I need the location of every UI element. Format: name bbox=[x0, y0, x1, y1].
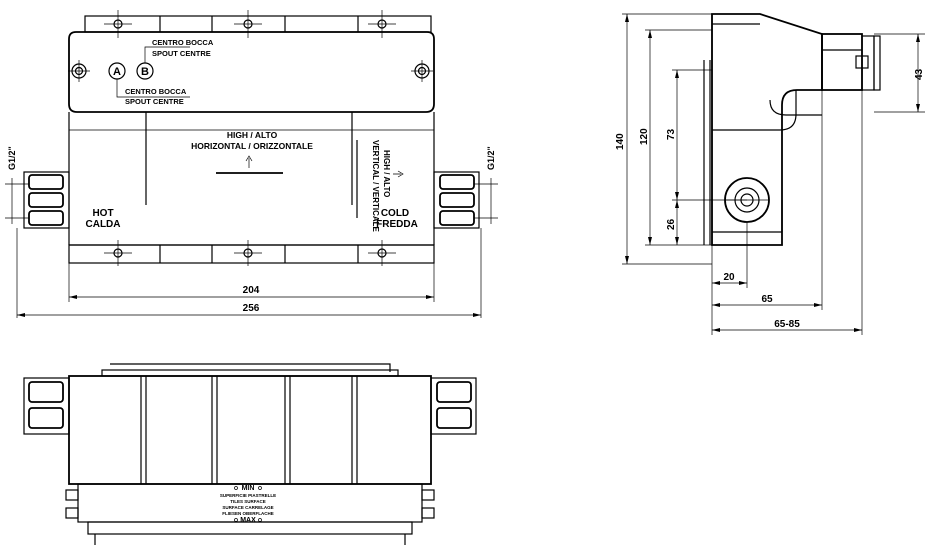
screw-hole-top-left bbox=[104, 10, 132, 38]
max-label: MAX bbox=[240, 517, 256, 524]
horizontal-label: HORIZONTAL / ORIZZONTALE bbox=[191, 141, 313, 151]
dim-43-label: 43 bbox=[914, 68, 925, 80]
side-view: 140 120 73 26 43 20 65 65-85 bbox=[615, 13, 925, 335]
bottom-view: MIN SUPERFICIE PIASTRELLE TILES SURFACE … bbox=[23, 363, 477, 545]
tiles-surface-line3: SURFACE CARRELAGE bbox=[222, 505, 273, 510]
cold-label: COLD bbox=[381, 208, 409, 219]
dim-256-label: 256 bbox=[243, 303, 260, 314]
bottom-body bbox=[68, 375, 432, 485]
fredda-label: FREDDA bbox=[376, 219, 418, 230]
cover-screw-left bbox=[68, 60, 90, 82]
bottom-right-fitting bbox=[430, 377, 477, 435]
dim-120-label: 120 bbox=[639, 128, 650, 145]
screw-hole-top-right bbox=[368, 10, 396, 38]
tiles-surface-line4: FLIESEN OBERFLACHE bbox=[222, 511, 274, 516]
screw-hole-bottom-left bbox=[104, 240, 132, 266]
dim-20-label: 20 bbox=[723, 272, 735, 283]
vertical-label: VERTICAL / VERTICALE bbox=[371, 140, 380, 233]
dim-65-label: 65 bbox=[761, 294, 773, 305]
spout-a-letter: A bbox=[113, 66, 121, 78]
screw-hole-bottom-mid bbox=[234, 240, 262, 266]
tiles-surface-line2: TILES SURFACE bbox=[230, 499, 266, 504]
cover-plate bbox=[68, 31, 435, 113]
spout-b-letter: B bbox=[141, 66, 149, 78]
tiles-surface-line1: SUPERFICIE PIASTRELLE bbox=[220, 493, 276, 498]
right-inlet-fitting bbox=[433, 171, 480, 229]
spout-b-label-it: CENTRO BOCCA bbox=[152, 38, 214, 47]
spout-a-label-en: SPOUT CENTRE bbox=[125, 97, 184, 106]
hot-label: HOT bbox=[92, 208, 113, 219]
horizontal-high-label: HIGH / ALTO bbox=[227, 130, 278, 140]
spout-a-label-it: CENTRO BOCCA bbox=[125, 87, 187, 96]
bottom-left-fitting bbox=[23, 377, 70, 435]
spout-b-label-en: SPOUT CENTRE bbox=[152, 49, 211, 58]
dim-26-label: 26 bbox=[666, 218, 677, 230]
vertical-right-arrow bbox=[393, 170, 404, 178]
front-view: A B CENTRO BOCCA SPOUT CENTRE CENTRO BOC… bbox=[5, 10, 498, 318]
dim-140-label: 140 bbox=[615, 133, 626, 150]
left-inlet-fitting bbox=[23, 171, 70, 229]
dim-204-label: 204 bbox=[243, 285, 260, 296]
dim-73-label: 73 bbox=[666, 128, 677, 140]
vertical-high-label: HIGH / ALTO bbox=[382, 150, 391, 197]
screw-hole-top-mid bbox=[234, 10, 262, 38]
spout-a-leader bbox=[116, 79, 190, 98]
cover-screw-right bbox=[411, 60, 433, 82]
calda-label: CALDA bbox=[86, 219, 121, 230]
thread-right-label: G1/2" bbox=[486, 146, 496, 170]
spout-b-leader bbox=[144, 46, 190, 63]
dim-65-85-label: 65-85 bbox=[774, 319, 800, 330]
thread-left-label: G1/2" bbox=[7, 146, 17, 170]
min-label: MIN bbox=[242, 485, 255, 492]
screw-hole-bottom-right bbox=[368, 240, 396, 266]
horizontal-up-arrow bbox=[245, 155, 253, 168]
